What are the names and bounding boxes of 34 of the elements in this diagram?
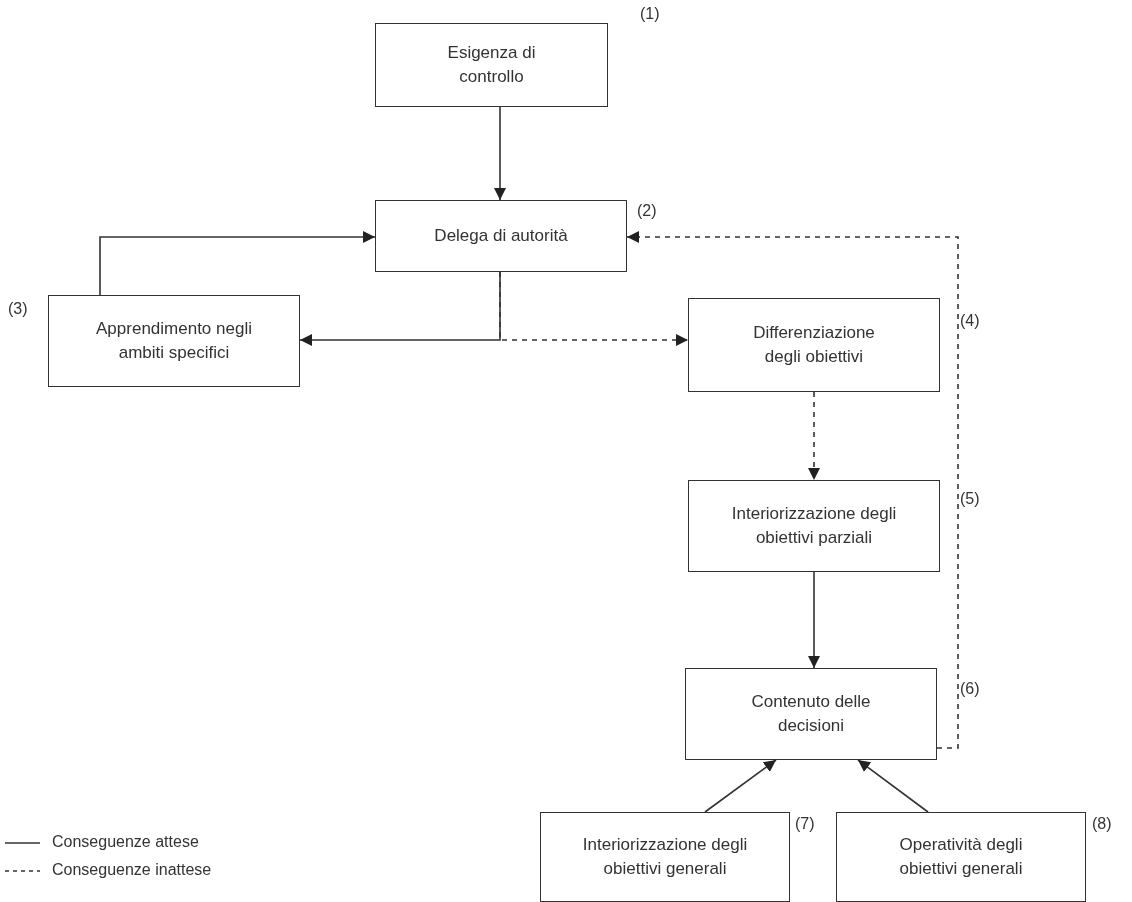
box-label: Delega di autorità — [433, 225, 569, 247]
process-box — [836, 812, 1086, 902]
process-box — [688, 298, 940, 392]
dashed-arrow — [808, 391, 820, 481]
arrow — [99, 231, 376, 296]
box-label: Interiorizzazione degli obiettivi parziali — [730, 503, 898, 549]
step-number: (7) — [795, 815, 815, 833]
process-box — [540, 812, 790, 902]
process-box — [375, 200, 627, 272]
process-box — [375, 23, 608, 107]
dashed-arrow — [499, 271, 689, 346]
step-number: (1) — [640, 5, 660, 23]
step-number: (8) — [1092, 815, 1112, 833]
process-box — [688, 480, 940, 572]
box-label: Esigenza di controllo — [446, 42, 537, 88]
step-number: (6) — [960, 680, 980, 698]
box-label: Operatività degli obiettivi generali — [898, 834, 1024, 880]
box-label: Differenziazione degli obiettivi — [752, 322, 876, 368]
box-label: Interiorizzazione degli obiettivi generali — [581, 834, 749, 880]
step-number: (3) — [8, 300, 28, 318]
legend-label: Conseguenze inattese — [52, 861, 212, 879]
box-label: Contenuto delle decisioni — [750, 691, 872, 737]
process-box — [48, 295, 300, 387]
step-number: (2) — [637, 202, 657, 220]
arrow — [704, 759, 777, 813]
arrow — [494, 106, 506, 201]
step-number: (4) — [960, 312, 980, 330]
box-label: Apprendimento negli ambiti specifici — [95, 318, 253, 364]
arrow — [808, 571, 820, 669]
process-box — [685, 668, 937, 760]
dashed-arrow — [626, 231, 959, 749]
step-number: (5) — [960, 490, 980, 508]
legend-label: Conseguenze attese — [52, 833, 199, 851]
arrow — [857, 759, 929, 813]
